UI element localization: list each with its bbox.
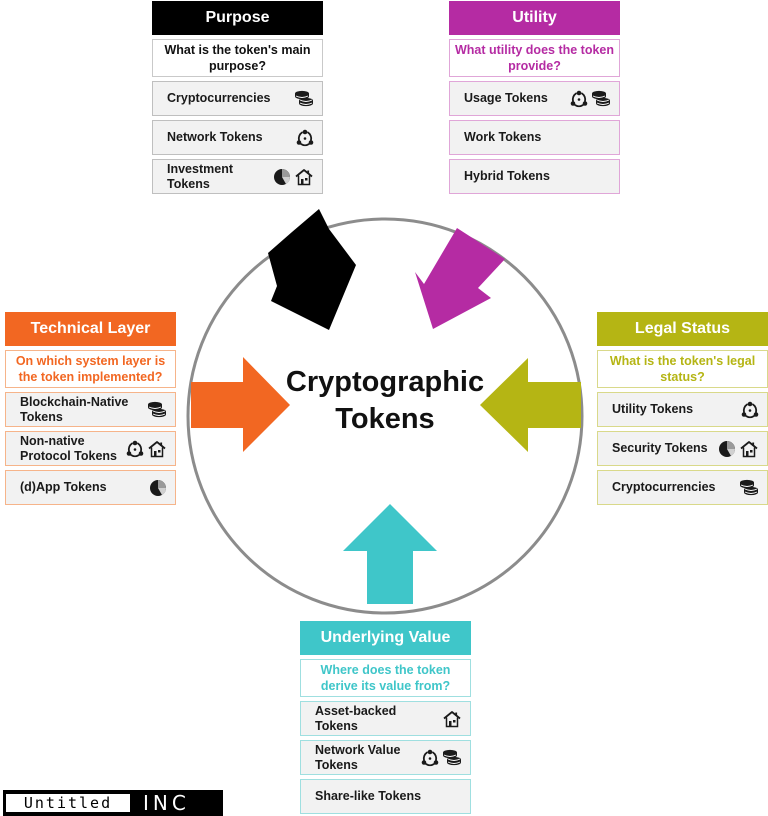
utility-panel: Utility What utility does the token prov… bbox=[449, 1, 620, 194]
network-icon bbox=[741, 401, 759, 419]
legal-status-item-label: Security Tokens bbox=[612, 441, 708, 455]
underlying-value-question: Where does the token derive its value fr… bbox=[300, 659, 471, 697]
center-title-line1: Cryptographic bbox=[285, 366, 485, 398]
legal-status-item-label: Cryptocurrencies bbox=[612, 480, 716, 494]
house-icon bbox=[147, 440, 167, 458]
legal-status-arrow bbox=[480, 358, 581, 452]
underlying-value-item-label: Share-like Tokens bbox=[315, 789, 422, 803]
coins-icon bbox=[591, 90, 611, 107]
purpose-item-label: Investment Tokens bbox=[167, 161, 233, 191]
technical-layer-question: On which system layer is the token imple… bbox=[5, 350, 176, 388]
utility-item: Work Tokens bbox=[449, 120, 620, 155]
network-icon bbox=[296, 129, 314, 147]
purpose-panel: Purpose What is the token's main purpose… bbox=[152, 1, 323, 194]
purpose-item: Cryptocurrencies bbox=[152, 81, 323, 116]
icon-group bbox=[421, 749, 462, 767]
purpose-arrow bbox=[268, 209, 356, 330]
technical-layer-item-label: Blockchain-Native Tokens bbox=[20, 394, 129, 424]
legal-status-item: Security Tokens bbox=[597, 431, 768, 466]
underlying-value-item: Share-like Tokens bbox=[300, 779, 471, 814]
purpose-item: Investment Tokens bbox=[152, 159, 323, 194]
technical-layer-item-label: (d)App Tokens bbox=[20, 480, 107, 494]
utility-header: Utility bbox=[449, 1, 620, 35]
underlying-value-item-label: Asset-backed Tokens bbox=[315, 703, 397, 733]
network-icon bbox=[570, 90, 588, 108]
watermark-name: Untitled bbox=[6, 794, 130, 812]
icon-group bbox=[294, 90, 314, 107]
icon-group bbox=[147, 401, 167, 418]
utility-question: What utility does the token provide? bbox=[449, 39, 620, 77]
legal-status-item: Utility Tokens bbox=[597, 392, 768, 427]
purpose-question: What is the token's main purpose? bbox=[152, 39, 323, 77]
icon-group bbox=[442, 710, 462, 728]
watermark-logo: Untitled INC bbox=[3, 790, 223, 816]
purpose-item-label: Network Tokens bbox=[167, 130, 263, 144]
underlying-value-arrow bbox=[343, 504, 437, 604]
technical-layer-header: Technical Layer bbox=[5, 312, 176, 346]
icon-group bbox=[741, 401, 759, 419]
utility-item-label: Hybrid Tokens bbox=[464, 169, 550, 183]
technical-layer-item: (d)App Tokens bbox=[5, 470, 176, 505]
icon-group bbox=[718, 440, 759, 458]
coins-icon bbox=[739, 479, 759, 496]
coins-icon bbox=[442, 749, 462, 766]
utility-item-label: Work Tokens bbox=[464, 130, 542, 144]
utility-item-label: Usage Tokens bbox=[464, 91, 548, 105]
underlying-value-item-label: Network Value Tokens bbox=[315, 742, 401, 772]
house-icon bbox=[442, 710, 462, 728]
underlying-value-item: Network Value Tokens bbox=[300, 740, 471, 775]
technical-layer-item: Non-native Protocol Tokens bbox=[5, 431, 176, 466]
pie-chart-icon bbox=[149, 479, 167, 497]
technical-layer-panel: Technical Layer On which system layer is… bbox=[5, 312, 176, 505]
purpose-item-label: Cryptocurrencies bbox=[167, 91, 271, 105]
legal-status-item-label: Utility Tokens bbox=[612, 402, 694, 416]
underlying-value-item: Asset-backed Tokens bbox=[300, 701, 471, 736]
utility-item: Hybrid Tokens bbox=[449, 159, 620, 194]
icon-group bbox=[296, 129, 314, 147]
utility-item: Usage Tokens bbox=[449, 81, 620, 116]
legal-status-item: Cryptocurrencies bbox=[597, 470, 768, 505]
icon-group bbox=[570, 90, 611, 108]
center-circle bbox=[186, 217, 584, 615]
center-title: Cryptographic Tokens bbox=[235, 364, 535, 438]
network-icon bbox=[421, 749, 439, 767]
coins-icon bbox=[147, 401, 167, 418]
technical-layer-item-label: Non-native Protocol Tokens bbox=[20, 433, 118, 463]
technical-layer-arrow bbox=[191, 357, 290, 452]
utility-arrow bbox=[415, 228, 505, 329]
legal-status-panel: Legal Status What is the token's legal s… bbox=[597, 312, 768, 505]
watermark-suffix: INC bbox=[143, 791, 190, 815]
house-icon bbox=[739, 440, 759, 458]
purpose-item: Network Tokens bbox=[152, 120, 323, 155]
underlying-value-panel: Underlying Value Where does the token de… bbox=[300, 621, 471, 814]
network-icon bbox=[126, 440, 144, 458]
technical-layer-item: Blockchain-Native Tokens bbox=[5, 392, 176, 427]
pie-chart-icon bbox=[718, 440, 736, 458]
icon-group bbox=[149, 479, 167, 497]
legal-status-question: What is the token's legal status? bbox=[597, 350, 768, 388]
legal-status-header: Legal Status bbox=[597, 312, 768, 346]
purpose-header: Purpose bbox=[152, 1, 323, 35]
coins-icon bbox=[294, 90, 314, 107]
icon-group bbox=[126, 440, 167, 458]
icon-group bbox=[739, 479, 759, 496]
center-title-line2: Tokens bbox=[335, 403, 435, 435]
house-icon bbox=[294, 168, 314, 186]
icon-group bbox=[273, 168, 314, 186]
pie-chart-icon bbox=[273, 168, 291, 186]
underlying-value-header: Underlying Value bbox=[300, 621, 471, 655]
